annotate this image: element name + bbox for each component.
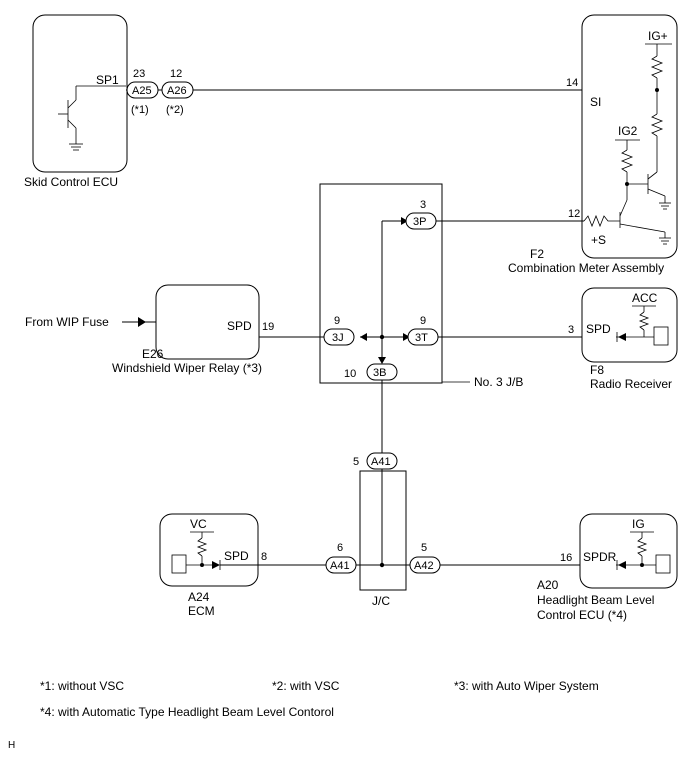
jb-internal-wiring bbox=[360, 217, 410, 364]
radio-receiver-box bbox=[581, 287, 678, 363]
connector-3b-label: 3B bbox=[373, 367, 386, 379]
connector-3t-label: 3T bbox=[415, 332, 428, 344]
meter-ig2: IG2 bbox=[618, 124, 638, 138]
headlight-ecu-box bbox=[579, 513, 678, 589]
combination-meter-box bbox=[581, 14, 678, 259]
meter-terminal-s: +S bbox=[591, 233, 606, 247]
skid-terminal-sp1: SP1 bbox=[96, 73, 119, 87]
headlight-ecu-label-2: Control ECU (*4) bbox=[537, 608, 627, 622]
pin-ecm: 8 bbox=[261, 551, 267, 563]
pin-headlight: 16 bbox=[560, 552, 572, 564]
connector-a25-label: A25 bbox=[132, 85, 152, 97]
footnote-3: *3: with Auto Wiper System bbox=[454, 679, 599, 693]
connector-3p-label: 3P bbox=[413, 216, 426, 228]
pin-a25: 23 bbox=[133, 68, 145, 80]
meter-terminal-si: SI bbox=[590, 95, 601, 109]
ecm-terminal-spd: SPD bbox=[224, 549, 249, 563]
headlight-power-ig: IG bbox=[632, 517, 645, 531]
radio-power-acc: ACC bbox=[632, 291, 658, 305]
radio-receiver-label: Radio Receiver bbox=[590, 377, 672, 391]
skid-control-ecu-label: Skid Control ECU bbox=[24, 175, 118, 189]
wiper-relay-label: Windshield Wiper Relay (*3) bbox=[112, 361, 262, 375]
connector-a25 bbox=[126, 81, 159, 99]
junction-block-3-box bbox=[319, 183, 443, 384]
meter-internal-circuit bbox=[583, 43, 672, 245]
corner-letter: H bbox=[8, 740, 15, 751]
pin-3p: 3 bbox=[420, 199, 426, 211]
meter-ig-plus: IG+ bbox=[648, 29, 668, 43]
ecm-power-vc: VC bbox=[190, 517, 207, 531]
radio-code: F8 bbox=[590, 363, 604, 377]
pin-a41-left: 6 bbox=[337, 542, 343, 554]
headlight-diode-icon bbox=[616, 531, 671, 574]
note-ref-2: (*2) bbox=[166, 104, 184, 116]
headlight-ecu-label: Headlight Beam Level bbox=[537, 593, 654, 607]
wiper-code: E26 bbox=[142, 347, 164, 361]
combination-meter-label: Combination Meter Assembly bbox=[508, 261, 664, 275]
ecm-code: A24 bbox=[188, 590, 210, 604]
ecm-diode-icon bbox=[171, 531, 221, 574]
connector-a42-label: A42 bbox=[414, 560, 434, 572]
connector-3j-label: 3J bbox=[332, 332, 344, 344]
pin-meter-si: 14 bbox=[566, 77, 578, 89]
connector-a26 bbox=[161, 81, 194, 99]
footnote-2: *2: with VSC bbox=[272, 679, 340, 693]
junction-block-3-label: No. 3 J/B bbox=[474, 375, 523, 389]
radio-diode-icon bbox=[616, 305, 669, 346]
footnote-4: *4: with Automatic Type Headlight Beam L… bbox=[40, 705, 334, 719]
note-ref-1: (*1) bbox=[131, 104, 149, 116]
pin-meter-s: 12 bbox=[568, 208, 580, 220]
pin-3j: 9 bbox=[334, 315, 340, 327]
headlight-terminal-spdr: SPDR bbox=[583, 550, 617, 564]
meter-code: F2 bbox=[530, 247, 544, 261]
connector-a41-top-label: A41 bbox=[371, 456, 391, 468]
headlight-code: A20 bbox=[537, 578, 559, 592]
junction-connector-box bbox=[359, 470, 407, 591]
wip-fuse-label: From WIP Fuse bbox=[25, 315, 109, 329]
wip-fuse-arrow-icon bbox=[138, 317, 146, 327]
skid-transistor-icon bbox=[58, 85, 126, 151]
skid-control-ecu-box bbox=[32, 14, 128, 173]
footnote-1: *1: without VSC bbox=[40, 679, 124, 693]
connector-a26-label: A26 bbox=[167, 85, 187, 97]
radio-terminal-spd: SPD bbox=[586, 322, 611, 336]
pin-3b: 10 bbox=[344, 368, 356, 380]
connector-a41-left-label: A41 bbox=[330, 560, 350, 572]
pin-a26: 12 bbox=[170, 68, 182, 80]
ecm-label: ECM bbox=[188, 604, 215, 618]
wiper-terminal-spd: SPD bbox=[227, 319, 252, 333]
pin-3t: 9 bbox=[420, 315, 426, 327]
jc-label: J/C bbox=[372, 594, 390, 608]
pin-a41-top: 5 bbox=[353, 456, 359, 468]
pin-a42: 5 bbox=[421, 542, 427, 554]
pin-radio: 3 bbox=[568, 324, 574, 336]
ecm-box bbox=[159, 513, 259, 587]
pin-wiper: 19 bbox=[262, 321, 274, 333]
